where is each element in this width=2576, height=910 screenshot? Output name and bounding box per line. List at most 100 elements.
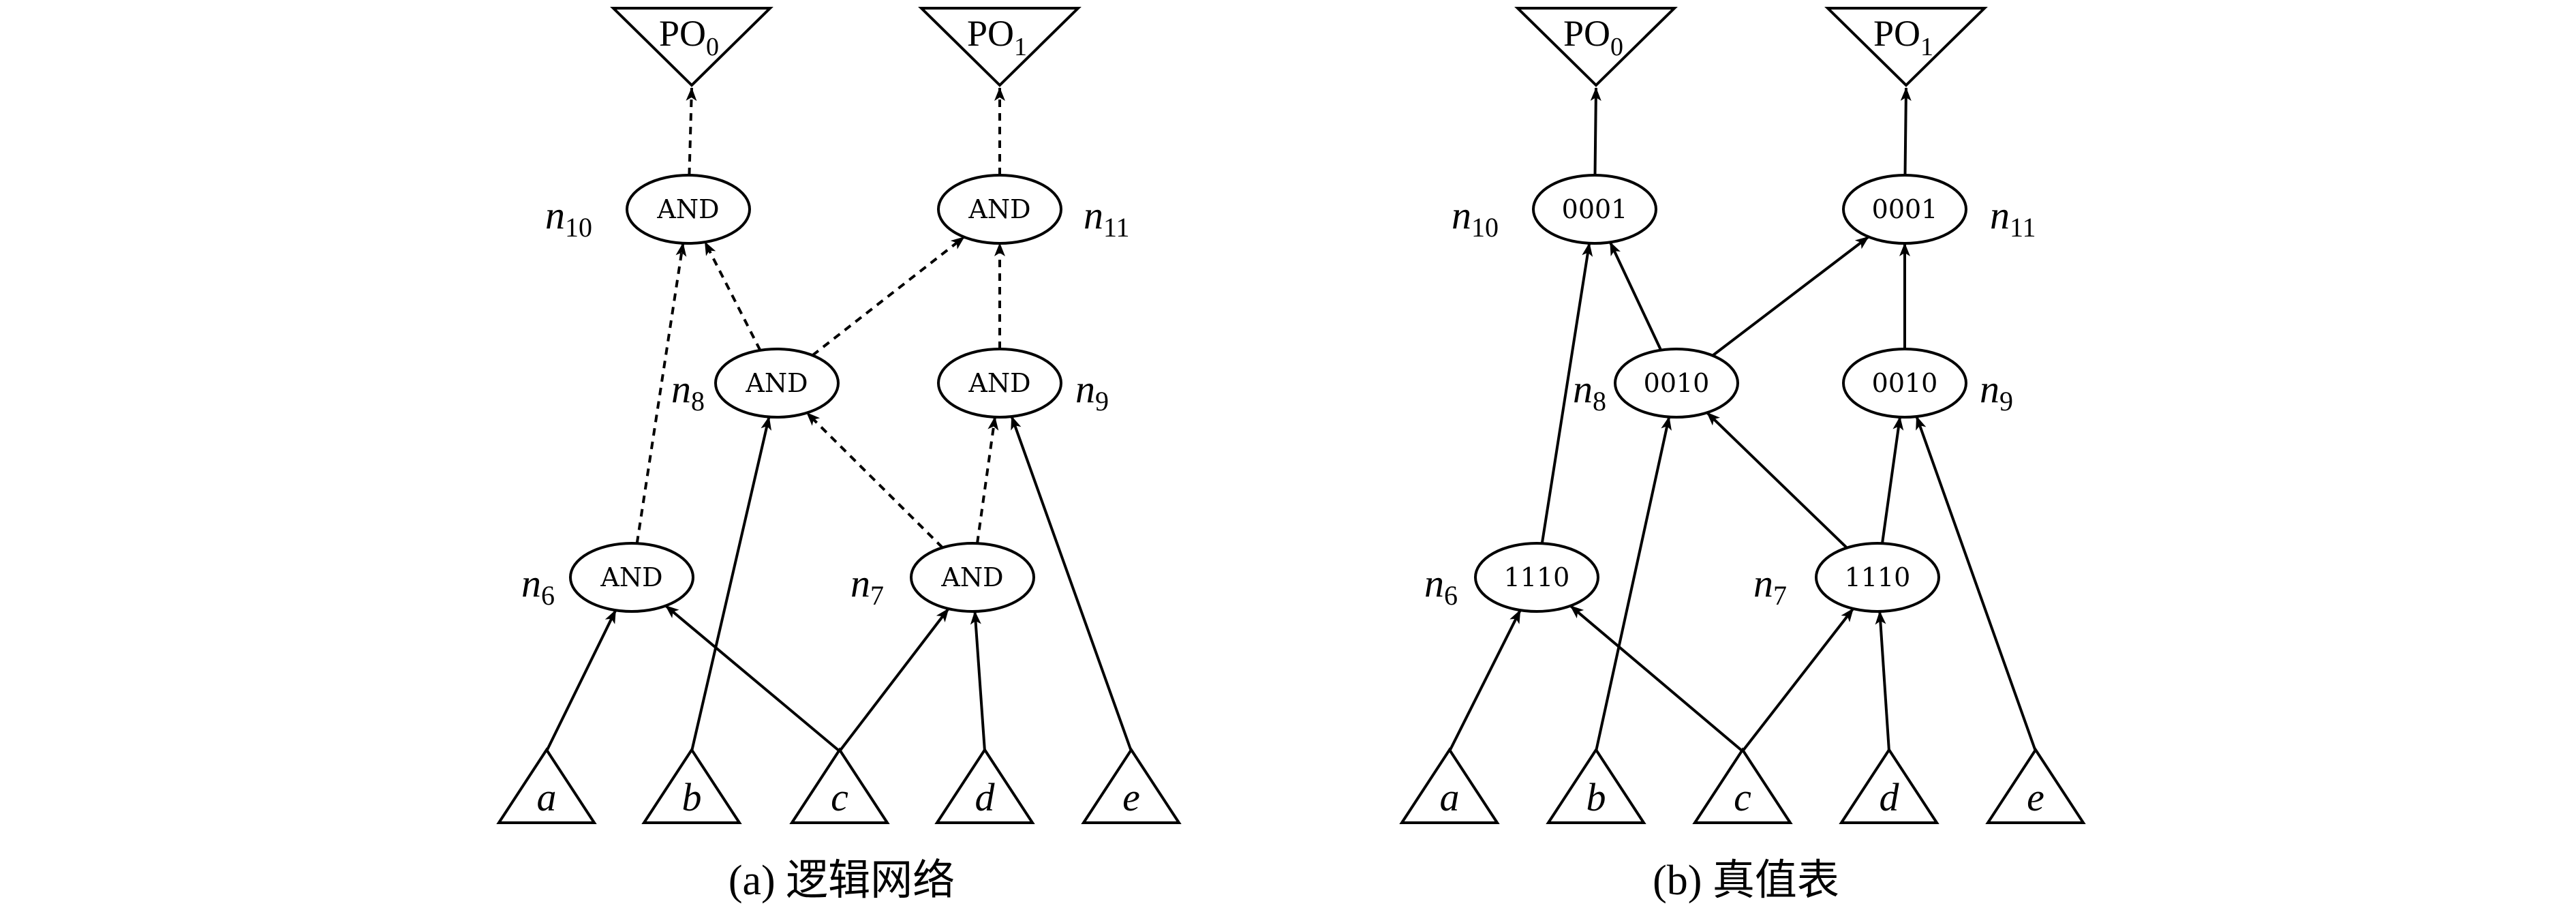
output-triangle	[1514, 7, 1678, 87]
node-ellipse	[1532, 174, 1657, 245]
edge-b-to-n8	[1595, 416, 1672, 752]
node-label: n7	[850, 561, 884, 611]
output-triangle	[918, 7, 1082, 87]
node-label-main: n	[1424, 561, 1444, 605]
node-label-sub: 10	[1471, 212, 1499, 243]
edge-c-to-n7	[838, 607, 950, 753]
input-triangle	[1839, 747, 1939, 824]
node-label: n9	[1075, 367, 1109, 416]
output-label-sub: 1	[1920, 33, 1933, 61]
edge-a-to-n6	[1448, 609, 1522, 752]
node-ellipse	[1614, 348, 1739, 419]
node-label-sub: 6	[541, 580, 555, 611]
edge-n7-to-n8	[806, 412, 944, 549]
input-c: c	[789, 747, 890, 824]
node-label-main: n	[545, 193, 565, 237]
edge-c-to-n6	[664, 605, 841, 753]
node-function-text: 0001	[1562, 194, 1628, 224]
node-function-text: 1110	[1504, 562, 1570, 592]
node-label: n6	[521, 561, 555, 611]
input-triangle	[641, 747, 742, 824]
node-ellipse	[937, 174, 1062, 245]
edge-n8-to-n10	[1608, 241, 1663, 351]
node-label-sub: 8	[691, 386, 705, 416]
panel-caption: (b) 真值表	[1653, 858, 1839, 904]
node-function-text: AND	[600, 562, 662, 592]
input-label: e	[1122, 775, 1140, 819]
input-label: a	[1440, 775, 1460, 819]
node-ellipse	[1842, 348, 1967, 419]
edge-n8-to-n10	[703, 241, 762, 351]
input-triangle	[934, 747, 1035, 824]
node-label: n6	[1424, 561, 1458, 611]
node-ellipse	[714, 348, 840, 419]
node-label-sub: 11	[1103, 212, 1130, 243]
node-function-text: AND	[968, 194, 1030, 224]
node-label-sub: 7	[1773, 580, 1787, 611]
input-triangle	[1081, 747, 1182, 824]
node-label-sub: 10	[565, 212, 592, 243]
input-triangle	[1399, 747, 1500, 824]
output-po0: PO0	[1514, 7, 1678, 87]
node-ellipse	[569, 542, 694, 613]
node-label-sub: 9	[1999, 386, 2013, 416]
input-e: e	[1081, 747, 1182, 824]
edge-n6-to-n10	[635, 242, 687, 544]
node-label-main: n	[1084, 193, 1103, 237]
input-a: a	[1399, 747, 1500, 824]
node-label-main: n	[1990, 193, 2010, 237]
node-label-main: n	[1075, 367, 1095, 411]
node-function-text: 0001	[1872, 194, 1938, 224]
edge-n10-to-po0	[686, 87, 697, 176]
output-label-main: PO	[1563, 13, 1610, 54]
node-label: n11	[1084, 193, 1130, 243]
input-b: b	[1546, 747, 1646, 824]
node-label-sub: 7	[870, 580, 884, 611]
edge-a-to-n6	[545, 609, 617, 752]
node-function-text: 0010	[1644, 368, 1710, 398]
output-label-main: PO	[967, 13, 1014, 54]
node-label-main: n	[1980, 367, 1999, 411]
node-n10: 0001 n10	[1452, 174, 1657, 245]
node-function-text: AND	[940, 562, 1003, 592]
input-triangle	[1692, 747, 1793, 824]
node-n11: 0001 n11	[1842, 174, 2036, 245]
output-po0: PO0	[610, 7, 773, 87]
input-label: c	[1734, 775, 1751, 819]
node-function-text: 0010	[1872, 368, 1938, 398]
edge-e-to-n9	[1915, 416, 2037, 752]
node-label: n10	[1452, 193, 1499, 243]
edge-n7-to-n8	[1706, 411, 1848, 549]
output-label-sub: 0	[1610, 33, 1623, 61]
node-label-sub: 8	[1593, 386, 1606, 416]
node-n9: 0010 n9	[1842, 348, 2013, 419]
node-label-sub: 9	[1095, 386, 1109, 416]
output-triangle	[1824, 7, 1988, 87]
node-label-main: n	[671, 367, 691, 411]
edge-n8-to-n11	[811, 236, 966, 357]
input-triangle	[1985, 747, 2086, 824]
edge-n11-to-po1	[1900, 87, 1912, 176]
node-label: n8	[1573, 367, 1606, 416]
node-label: n9	[1980, 367, 2013, 416]
input-label: b	[1586, 775, 1606, 819]
edge-group	[545, 87, 1133, 753]
output-po1: PO1	[918, 7, 1082, 87]
node-ellipse	[937, 348, 1062, 419]
input-c: c	[1692, 747, 1793, 824]
output-label-sub: 0	[706, 33, 719, 61]
node-label: n10	[545, 193, 592, 243]
node-ellipse	[626, 174, 751, 245]
node-label: n7	[1753, 561, 1787, 611]
edge-d-to-n7	[970, 611, 986, 752]
input-triangle	[1546, 747, 1646, 824]
input-e: e	[1985, 747, 2086, 824]
input-a: a	[496, 747, 597, 824]
node-ellipse	[1842, 174, 1967, 245]
node-n6: 1110 n6	[1424, 542, 1599, 613]
edge-c-to-n6	[1569, 605, 1744, 753]
node-label: n11	[1990, 193, 2036, 243]
